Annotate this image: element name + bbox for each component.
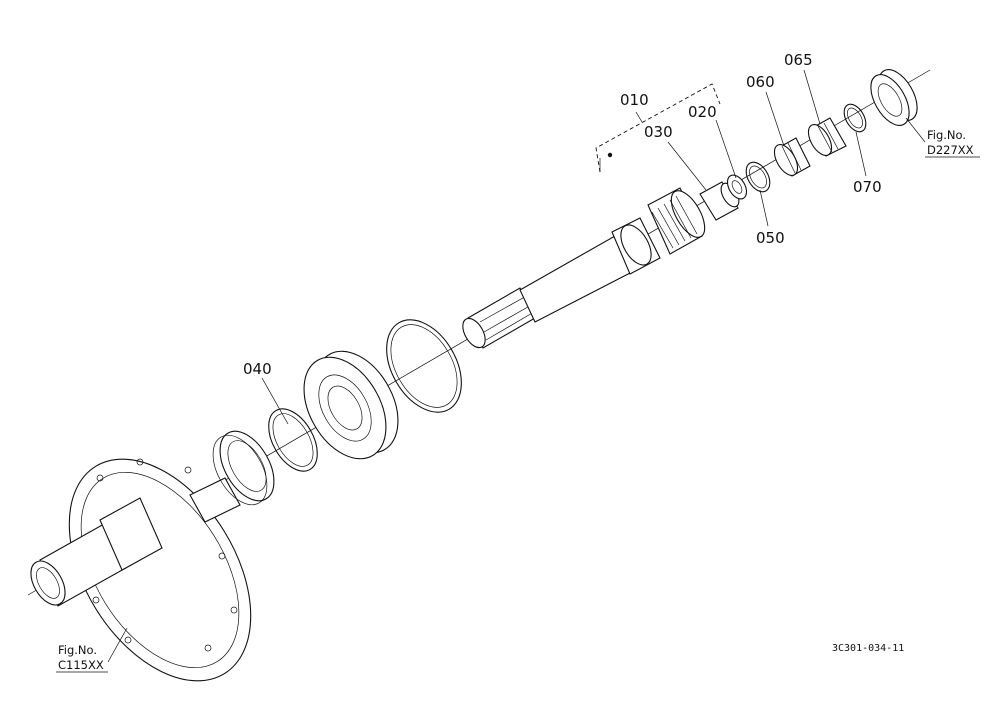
snap-ring-070 (843, 103, 867, 133)
large-ring (386, 319, 462, 413)
needle-bearing-060 (773, 137, 811, 177)
fig-ref-number: D227XX (927, 143, 974, 157)
fig-ref-label: Fig.No. (927, 128, 966, 142)
leader-lines (56, 69, 980, 673)
ring-050 (745, 161, 771, 193)
housing-flange (30, 458, 252, 682)
part-label-020: 020 (688, 103, 717, 121)
drawing-code: 3C301-034-11 (832, 643, 904, 654)
fig-ref-label: Fig.No. (58, 643, 97, 657)
assembly-bracket-010 (595, 83, 721, 173)
thrust-washer-020 (726, 174, 748, 200)
part-label-030: 030 (644, 123, 673, 141)
fig-ref-number: C115XX (58, 658, 104, 672)
snap-ring-040 (268, 408, 318, 472)
part-label-040: 040 (243, 360, 272, 378)
part-label-010: 010 (620, 91, 649, 109)
main-shaft-010 (462, 187, 706, 349)
part-label-065: 065 (784, 51, 813, 69)
ball-bearing (303, 350, 399, 460)
seal-ring (212, 430, 275, 506)
ring-gear-right (870, 69, 918, 126)
part-label-070: 070 (853, 178, 882, 196)
needle-bearing-065 (807, 117, 847, 157)
part-label-060: 060 (746, 73, 775, 91)
part-label-050: 050 (756, 229, 785, 247)
